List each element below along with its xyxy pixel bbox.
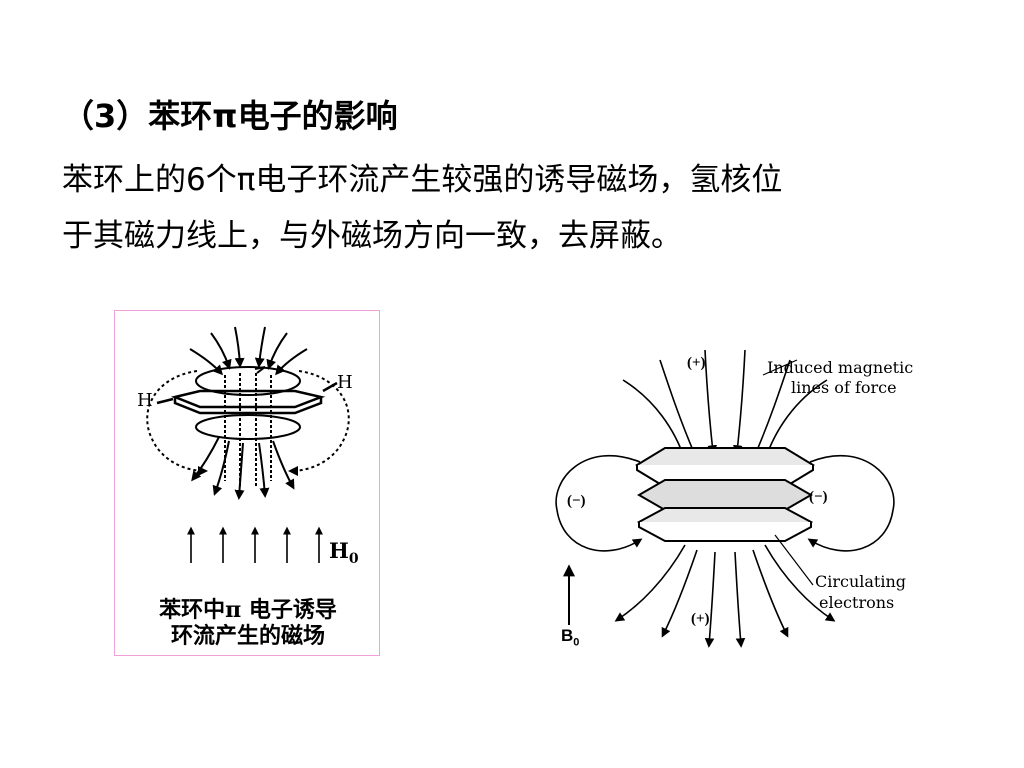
- field-lines-bottom: [191, 436, 295, 500]
- field-lines-top: [189, 326, 308, 376]
- pointer-circulating: [774, 534, 814, 586]
- benzene-ring-current-figure: H H H0 苯环中π 电子诱导 环流产生的磁场: [114, 310, 380, 656]
- h-atom-left: H: [137, 390, 153, 411]
- induced-field-figure: (+) (+) (−) (−) Induced magnetic lines o…: [545, 330, 935, 660]
- induced-field-diagram: [555, 349, 895, 648]
- label-circulating-line-1: Circulating: [815, 572, 907, 591]
- ring-current-loops: [195, 366, 301, 440]
- sign-left-minus: (−): [567, 493, 586, 509]
- benzene-plate: [156, 381, 338, 415]
- label-induced-line-1: Induced magnetic: [767, 358, 914, 377]
- sign-right-minus: (−): [809, 489, 828, 505]
- ring-current-diagram: [146, 326, 350, 563]
- label-induced-line-2: lines of force: [791, 378, 897, 397]
- body-line-1: 苯环上的6个π电子环流产生较强的诱导磁场，氢核位: [62, 162, 783, 198]
- external-field-arrows: [187, 526, 323, 563]
- slide-body-text: 苯环上的6个π电子环流产生较强的诱导磁场，氢核位 于其磁力线上，与外磁场方向一致…: [62, 152, 1002, 264]
- field-lines-outer: [555, 455, 895, 552]
- field-label-h0: H0: [329, 538, 359, 568]
- caption-line-2: 环流产生的磁场: [170, 623, 325, 649]
- pointer-induced: [762, 359, 798, 376]
- label-circulating-line-2: electrons: [819, 593, 895, 612]
- field-lines-in: [622, 349, 828, 463]
- slide-heading: （3）苯环π电子的影响: [62, 97, 398, 135]
- field-lines-out: [614, 544, 836, 648]
- caption-line-1: 苯环中π 电子诱导: [159, 597, 337, 623]
- field-lines-side: [146, 370, 350, 476]
- body-line-2: 于其磁力线上，与外磁场方向一致，去屏蔽。: [62, 218, 682, 254]
- h-atom-right: H: [337, 372, 353, 393]
- sign-top-plus: (+): [687, 355, 706, 371]
- ring-plates: [635, 447, 815, 542]
- label-b0: B0: [561, 626, 580, 649]
- field-lines-through: [224, 373, 272, 486]
- sign-bottom-plus: (+): [691, 611, 710, 627]
